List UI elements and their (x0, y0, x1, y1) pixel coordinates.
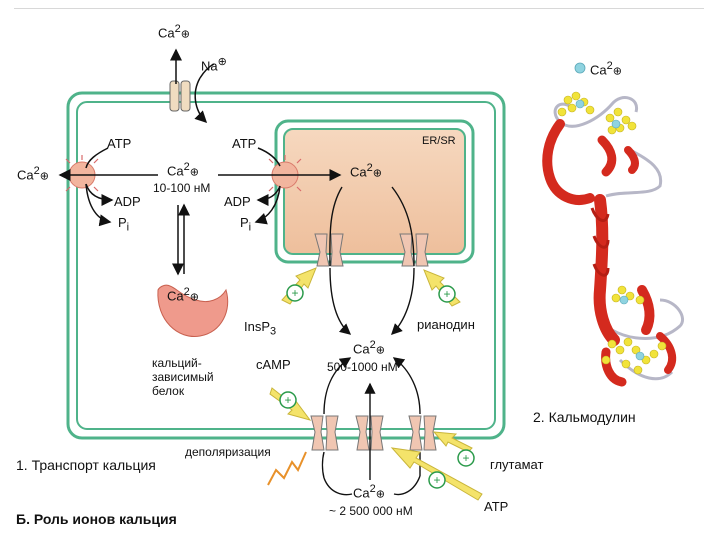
calcium-binding-protein (157, 284, 229, 337)
adp-mid-label: ADP (224, 194, 251, 209)
ca-efflux-label: Ca2⊕ (17, 165, 49, 183)
er-sr-compartment (283, 128, 466, 255)
na-ca-exchanger (169, 80, 191, 112)
ca-legend-dot (574, 62, 586, 74)
ca-extracellular-bottom: Ca2⊕ (353, 483, 385, 501)
atp-bottom-label: ATP (484, 499, 509, 514)
adp-left-label: ADP (114, 194, 141, 209)
svg-text:+: + (284, 393, 291, 407)
svg-text:+: + (291, 286, 298, 300)
ca-er-label: Ca2⊕ (350, 162, 382, 180)
ca-local-concentration: 500-1000 нМ (327, 360, 398, 374)
pi-mid-label: Pi (240, 215, 252, 234)
calmodulin-ca-legend: Ca2⊕ (590, 60, 622, 78)
camp-label: cAMP (256, 357, 291, 372)
svg-text:+: + (443, 287, 450, 301)
ca-extracellular-concentration: ~ 2 500 000 нМ (329, 504, 413, 518)
pi-left-label: Pi (118, 215, 130, 234)
caption-role: Б. Роль ионов кальция (16, 511, 177, 527)
atp-left-label: ATP (107, 136, 132, 151)
svg-text:+: + (433, 473, 440, 487)
insp3-label: InsP3 (244, 319, 277, 338)
er-sr-label: ER/SR (422, 135, 456, 147)
top-rule (14, 8, 704, 9)
protein-description: кальций- зависимый белок (152, 356, 214, 398)
ca-cytosol-label: Ca2⊕ (167, 161, 199, 179)
ca-protein-label: Ca2⊕ (167, 286, 199, 304)
ca-local-label: Ca2⊕ (353, 339, 385, 357)
calmodulin-structure (542, 91, 684, 387)
cell-membrane-outer (66, 91, 506, 440)
insp3-receptor (314, 233, 344, 267)
glutamate-activation-arrow (432, 431, 473, 453)
ca-cytosol-concentration: 10-100 нМ (153, 181, 211, 195)
caption-transport: 1. Транспорт кальция (16, 457, 156, 473)
na-label: Na⊕ (201, 56, 227, 74)
atp-mid-label: ATP (232, 136, 257, 151)
svg-text:+: + (462, 451, 469, 465)
er-sr-outer (274, 119, 475, 264)
depolarization-label: деполяризация (185, 445, 271, 459)
voltage-gated-channel (310, 415, 339, 451)
receptor-channel-mid (355, 415, 384, 451)
ca-extracellular-top: Ca2⊕ (158, 23, 190, 41)
ryanodine-receptor (399, 233, 429, 267)
caption-calmodulin: 2. Кальмодулин (533, 409, 636, 425)
ryanodine-label: рианодин (417, 317, 475, 332)
ligand-gated-channel (408, 415, 437, 451)
glutamate-label: глутамат (490, 457, 544, 472)
depolarization-signal (267, 451, 307, 486)
